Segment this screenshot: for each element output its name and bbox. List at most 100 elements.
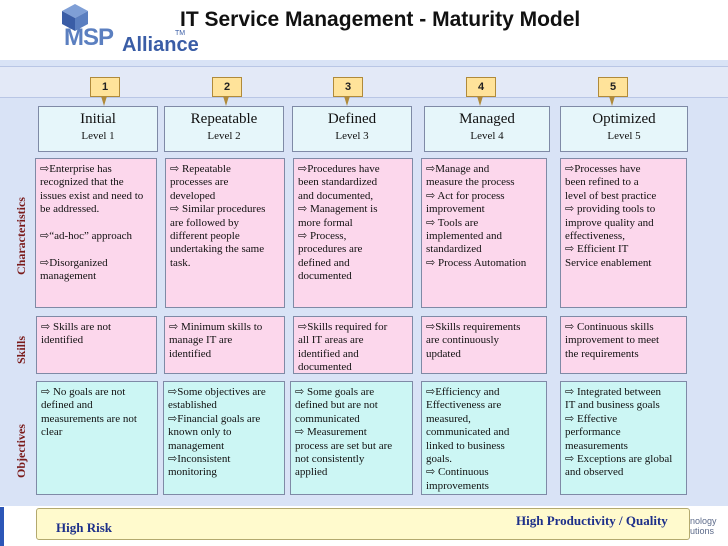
cell-text-line: measurements are not — [41, 412, 137, 425]
cell-text-line: standardized — [426, 243, 482, 256]
cell-text-line: ⇨ No goals are not — [41, 386, 126, 398]
cell-text-line: ⇨Disorganized — [40, 256, 108, 269]
cell-text-line: identified — [169, 347, 212, 360]
down-arrow-icon — [609, 96, 615, 106]
cell-text-line: recognized that the — [40, 176, 124, 189]
cell-text-line: ⇨Processes have — [565, 163, 641, 175]
cell-text-line: measurements — [565, 439, 628, 452]
cell-text-line: the requirements — [565, 347, 639, 360]
cell-text-line — [40, 217, 152, 230]
cell-text-line: ⇨Enterprise has — [40, 163, 112, 175]
cell-text-line: ⇨Skills required for — [298, 321, 388, 333]
cell-text-line: and documented, — [298, 189, 374, 202]
cell-text-line: goals. — [426, 453, 452, 466]
logo-alliance-text: Alliance — [122, 34, 199, 56]
row-label-characteristics: Characteristics — [14, 197, 28, 275]
high-productivity-label: High Productivity / Quality — [516, 513, 668, 528]
edge-text: nology utions — [690, 516, 717, 536]
cell-text-line: improve quality and — [565, 216, 654, 229]
cell-text-line: improvement — [426, 203, 485, 216]
cell-text-line: ⇨Efficiency and — [426, 386, 500, 398]
cell-text-line: ⇨ Exceptions are global — [565, 453, 673, 466]
cell-text-line: ⇨ Continuous skills — [565, 321, 654, 333]
cell-text-line: not consistently — [295, 453, 365, 466]
cell-text-line: ⇨ Skills are not — [41, 321, 112, 333]
cell-text-line: applied — [295, 466, 328, 479]
cell-text-line: ⇨ Minimum skills to — [169, 321, 263, 333]
down-arrow-icon — [223, 96, 229, 106]
level-name: Repeatable — [190, 111, 258, 127]
level-header-managed: Managed Level 4 — [424, 106, 550, 152]
cell-text-line: communicated and — [426, 426, 510, 439]
cell-text-line: ⇨ Management is — [298, 203, 378, 216]
level-name: Managed — [459, 111, 515, 127]
cell-text-line: measure the process — [426, 176, 515, 189]
cell-text-line: ⇨ Some goals are — [295, 386, 375, 398]
cell-text-line: manage IT are — [169, 334, 233, 347]
level-header-optimized: Optimized Level 5 — [560, 106, 688, 152]
level-header-defined: Defined Level 3 — [292, 106, 412, 152]
row-label-skills: Skills — [14, 335, 28, 364]
cell-text-line: ⇨ Act for process — [426, 189, 505, 202]
cell-text-line — [40, 243, 152, 256]
level-name: Optimized — [592, 111, 656, 127]
cell-text-line: performance — [565, 426, 621, 439]
cell-text-line: more formal — [298, 216, 353, 229]
cell-text-line: improvement to meet — [565, 334, 660, 347]
cell-text-line: updated — [426, 347, 461, 360]
cell-text-line: identified and — [298, 347, 359, 360]
cell-text-line: undertaking the same — [170, 243, 265, 256]
edge-text-line: utions — [690, 526, 715, 536]
cell-text-line: all IT areas are — [298, 334, 364, 347]
cell-text-line: ⇨ providing tools to — [565, 203, 656, 216]
cell-text-line: Service enablement — [565, 256, 652, 269]
cell-text-line: procedures are — [298, 243, 363, 256]
logo-msp-text: MSP — [64, 24, 114, 51]
down-arrow-icon — [101, 96, 107, 106]
cell-text-line: defined but are not — [295, 399, 378, 412]
cell-text-line: ⇨Inconsistent — [168, 453, 231, 466]
level-number-label: Level 4 — [470, 130, 504, 142]
cell-text-line: ⇨ Integrated between — [565, 386, 661, 398]
cell-text-line: known only to — [168, 426, 232, 439]
cell-text-line: defined and — [41, 399, 93, 412]
cell-text-line: communicated — [295, 412, 360, 425]
footer-accent-strip — [0, 507, 4, 546]
cell-text-line: documented — [298, 361, 352, 374]
edge-text-line: nology — [690, 516, 717, 526]
cell-text-line: been standardized — [298, 176, 378, 189]
cell-text-line: improvements — [426, 479, 489, 492]
cell-text-line: are continuously — [426, 334, 500, 347]
level-number-3: 3 — [333, 77, 363, 97]
cell-text-line: be addressed. — [40, 203, 100, 216]
level-header-repeatable: Repeatable Level 2 — [164, 106, 284, 152]
cell-text-line: ⇨ Efficient IT — [565, 243, 629, 256]
high-risk-label: High Risk — [56, 520, 112, 535]
cell-text-line: are followed by — [170, 216, 240, 229]
level-number-label: Level 3 — [335, 130, 369, 142]
cell-text-line: documented — [298, 270, 352, 283]
cell-text-line: ⇨ Measurement — [295, 426, 367, 439]
level-number-5: 5 — [598, 77, 628, 97]
down-arrow-icon — [477, 96, 483, 106]
level-number-label: Level 1 — [81, 130, 115, 142]
risk-productivity-bar — [36, 508, 690, 540]
cell-text-line: implemented and — [426, 230, 503, 243]
cell-text-line: IT and business goals — [565, 399, 660, 412]
cell-text-line: ⇨ Continuous — [426, 466, 489, 479]
cell-text-line: management — [168, 439, 225, 452]
level-name: Initial — [80, 111, 116, 127]
cell-text-line: ⇨Financial goals are — [168, 412, 261, 425]
cell-text-line: different people — [170, 230, 240, 243]
msp-alliance-logo: MSP Alliance TM — [60, 2, 199, 58]
